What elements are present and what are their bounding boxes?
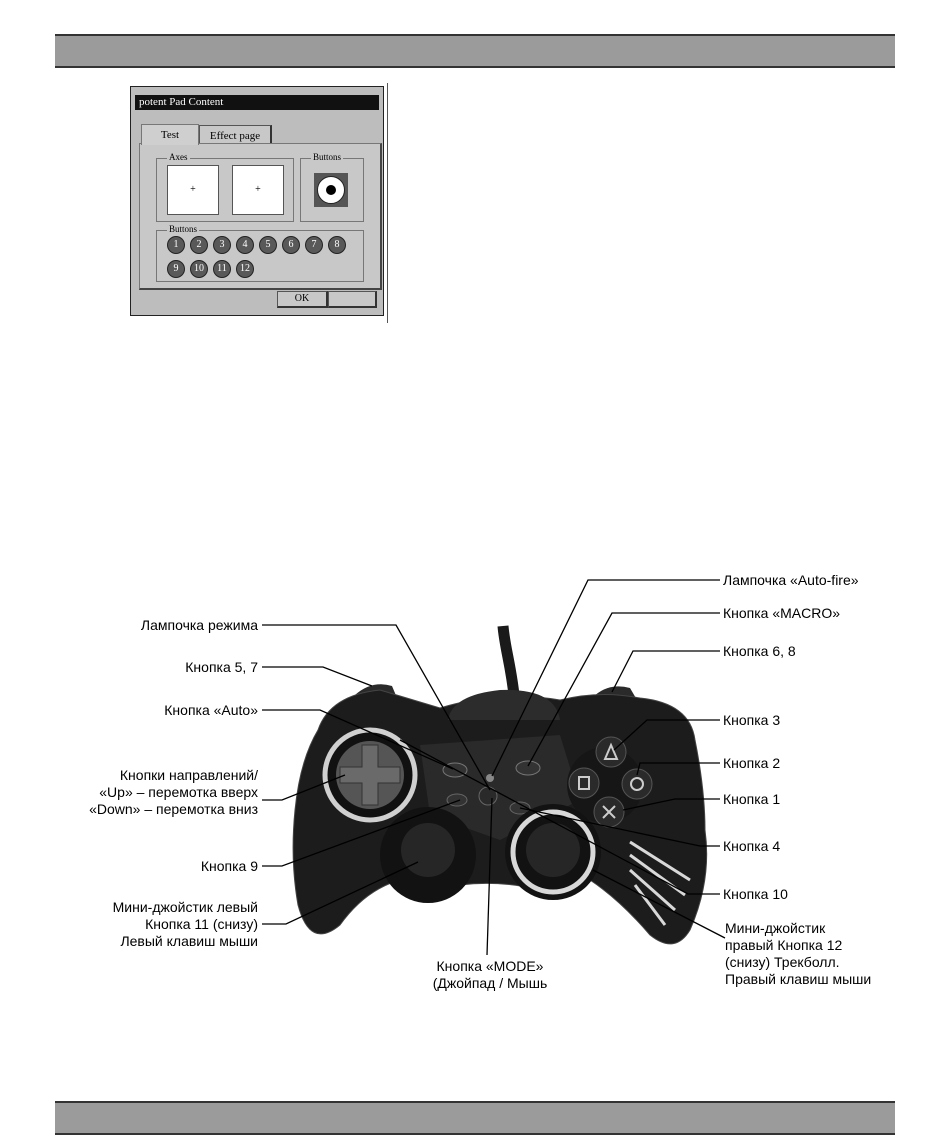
right-thumbstick	[526, 823, 580, 877]
button-indicator-5: 5	[259, 236, 277, 254]
header-band	[55, 34, 895, 68]
leader-btn-1	[622, 798, 720, 811]
circle-icon	[630, 777, 644, 791]
cross-icon	[602, 805, 616, 819]
test-panel: Axes + + Buttons Buttons 1 2 3 4 5 6 7 8…	[139, 143, 382, 290]
button-indicator-10: 10	[190, 260, 208, 278]
grip-stripes	[629, 840, 691, 926]
right-thumbstick-ring	[510, 809, 596, 895]
label-left-stick-line-3: Левый клавиш мыши	[120, 933, 258, 949]
square-icon	[578, 776, 590, 790]
label-btn-6-8: Кнопка 6, 8	[723, 643, 796, 659]
label-mode-lamp: Лампочка режима	[140, 617, 258, 633]
label-mode-button-line-1: Кнопка «MODE»	[436, 958, 544, 974]
axis-mark-right: +	[255, 184, 261, 195]
button-indicator-12: 12	[236, 260, 254, 278]
macro-button-shape	[515, 760, 541, 776]
button-indicator-7: 7	[305, 236, 323, 254]
label-right-stick-line-3: (снизу) Трекболл.	[725, 954, 840, 970]
pad-content-dialog: potent Pad Content Test Effect page Axes…	[130, 86, 384, 316]
label-dpad: Кнопки направлений/ «Up» – перемотка вве…	[89, 767, 258, 818]
button-indicator-4: 4	[236, 236, 254, 254]
label-left-stick-line-1: Мини-джойстик левый	[112, 899, 258, 915]
leader-btn-4	[519, 807, 720, 847]
tab-test[interactable]: Test	[141, 124, 199, 145]
label-dpad-line-3: «Down» – перемотка вниз	[89, 801, 258, 817]
label-dpad-line-1: Кнопки направлений/	[119, 767, 258, 783]
circle-button	[621, 768, 653, 800]
ok-button[interactable]: OK	[277, 291, 328, 308]
label-btn-3: Кнопка 3	[723, 712, 781, 728]
axis-mark-left: +	[190, 184, 196, 195]
button-indicator-6: 6	[282, 236, 300, 254]
left-thumbstick	[401, 823, 455, 877]
triangle-icon	[603, 742, 619, 760]
button-indicator-3: 3	[213, 236, 231, 254]
leader-btn-3	[613, 719, 720, 751]
leader-autofire	[491, 579, 720, 777]
axes-group: Axes + +	[156, 151, 294, 222]
buttons-group-label: Buttons	[167, 223, 200, 235]
button-indicator-8: 8	[328, 236, 346, 254]
button-indicator-9: 9	[167, 260, 185, 278]
button-indicator-11: 11	[213, 260, 231, 278]
label-left-stick-line-2: Кнопка 11 (снизу)	[145, 916, 258, 932]
label-auto-button: Кнопка «Auto»	[164, 702, 258, 718]
label-mode-button: Кнопка «MODE» (Джойпад / Мышь	[410, 958, 570, 992]
label-left-stick: Мини-джойстик левый Кнопка 11 (снизу) Ле…	[113, 899, 258, 950]
label-btn-1: Кнопка 1	[723, 791, 781, 807]
footer-band	[55, 1101, 895, 1135]
label-right-stick-line-2: правый Кнопка 12	[725, 937, 843, 953]
label-right-stick-line-4: Правый клавиш мыши	[725, 971, 872, 987]
label-dpad-line-2: «Up» – перемотка вверх	[99, 784, 258, 800]
label-btn-5-7: Кнопка 5, 7	[185, 659, 258, 675]
leader-left-stick	[262, 861, 419, 925]
leader-btn-10	[399, 739, 720, 895]
dialog-divider	[387, 83, 388, 323]
leader-mode-lamp	[262, 624, 491, 791]
label-right-stick-line-1: Мини-джойстик	[725, 920, 826, 936]
pov-buttons-group: Buttons	[300, 151, 364, 222]
cancel-button[interactable]	[328, 291, 377, 308]
leader-btn-9	[262, 799, 461, 867]
label-mode-button-line-2: (Джойпад / Мышь	[432, 975, 548, 991]
label-macro-button: Кнопка «MACRO»	[723, 605, 841, 621]
buttons-group: Buttons 1 2 3 4 5 6 7 8 9 10 11 12	[156, 223, 364, 282]
button-indicator-1: 1	[167, 236, 185, 254]
gamepad-top-panel	[448, 689, 560, 720]
dpad-cross	[339, 744, 401, 806]
triangle-button	[595, 736, 627, 768]
pov-indicator	[314, 173, 348, 207]
label-btn-4: Кнопка 4	[723, 838, 781, 854]
label-btn-10: Кнопка 10	[723, 886, 788, 902]
face-button-pad	[567, 747, 643, 823]
leader-mode-button	[486, 797, 493, 956]
label-right-stick: Мини-джойстик правый Кнопка 12 (снизу) Т…	[725, 920, 871, 988]
label-btn-9: Кнопка 9	[200, 858, 258, 874]
pov-buttons-label: Buttons	[311, 151, 344, 163]
leader-dpad	[262, 774, 346, 801]
leader-auto	[262, 709, 454, 770]
leader-btn-5-7	[262, 666, 373, 687]
axis-box-left: +	[167, 165, 219, 215]
leader-macro	[527, 612, 720, 767]
axes-label: Axes	[167, 151, 190, 163]
dialog-title: potent Pad Content	[135, 95, 379, 110]
leader-lines	[262, 579, 726, 956]
leader-right-stick	[592, 869, 726, 939]
leader-btn-6-8	[611, 650, 720, 693]
axis-box-right: +	[232, 165, 284, 215]
button-indicator-2: 2	[190, 236, 208, 254]
label-btn-2: Кнопка 2	[723, 755, 781, 771]
label-autofire-lamp: Лампочка «Auto-fire»	[723, 572, 859, 588]
square-button	[568, 767, 600, 799]
leader-btn-2	[636, 762, 720, 776]
